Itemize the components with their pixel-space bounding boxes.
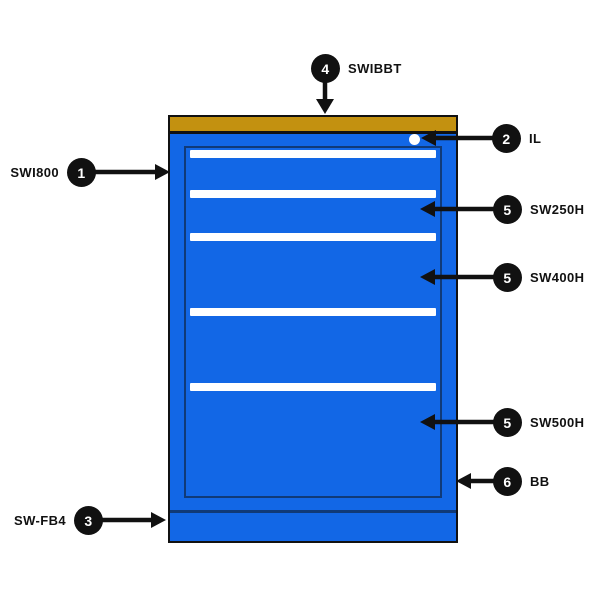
callout-number-badge: 5 [493, 195, 522, 224]
callout-label: BB [530, 474, 550, 489]
drawer-5-sw500h [186, 381, 440, 496]
callout-swi800: SWI800 1 [10, 158, 96, 187]
callout-label: IL [529, 131, 542, 146]
callout-number-badge: 1 [67, 158, 96, 187]
callout-number-badge: 5 [493, 408, 522, 437]
drawer-stack [184, 146, 442, 498]
butcher-block-top [168, 115, 458, 133]
drawer-1-handle [190, 150, 436, 158]
drawer-1 [186, 148, 440, 188]
lock-indicator-dot [409, 134, 420, 145]
drawer-3-sw400h [186, 231, 440, 306]
drawer-3-handle [190, 233, 436, 241]
callout-bb: 6 BB [493, 467, 550, 496]
callout-sw250h: 5 SW250H [493, 195, 584, 224]
drawer-2-handle [190, 190, 436, 198]
callout-label: SW500H [530, 415, 585, 430]
drawer-5-handle [190, 383, 436, 391]
callout-number-badge: 4 [311, 54, 340, 83]
arrowhead-swibbt [316, 99, 334, 114]
arrowhead-bb [456, 473, 471, 489]
drawer-4 [186, 306, 440, 381]
callout-number-badge: 6 [493, 467, 522, 496]
drawer-2-sw250h [186, 188, 440, 231]
callout-label: SW250H [530, 202, 585, 217]
callout-label: SWIBBT [348, 61, 402, 76]
callout-label: SW-FB4 [14, 513, 66, 528]
callout-number-badge: 3 [74, 506, 103, 535]
forklift-base-divider [170, 510, 456, 513]
callout-swibbt: 4 SWIBBT [311, 54, 402, 83]
callout-il: 2 IL [492, 124, 541, 153]
callout-label: SWI800 [10, 165, 59, 180]
arrowhead-swfb4 [151, 512, 166, 528]
callout-number-badge: 5 [493, 263, 522, 292]
callout-label: SW400H [530, 270, 585, 285]
callout-sw500h: 5 SW500H [493, 408, 584, 437]
callout-number-badge: 2 [492, 124, 521, 153]
callout-sw400h: 5 SW400H [493, 263, 584, 292]
callout-swfb4: SW-FB4 3 [14, 506, 103, 535]
drawer-4-handle [190, 308, 436, 316]
